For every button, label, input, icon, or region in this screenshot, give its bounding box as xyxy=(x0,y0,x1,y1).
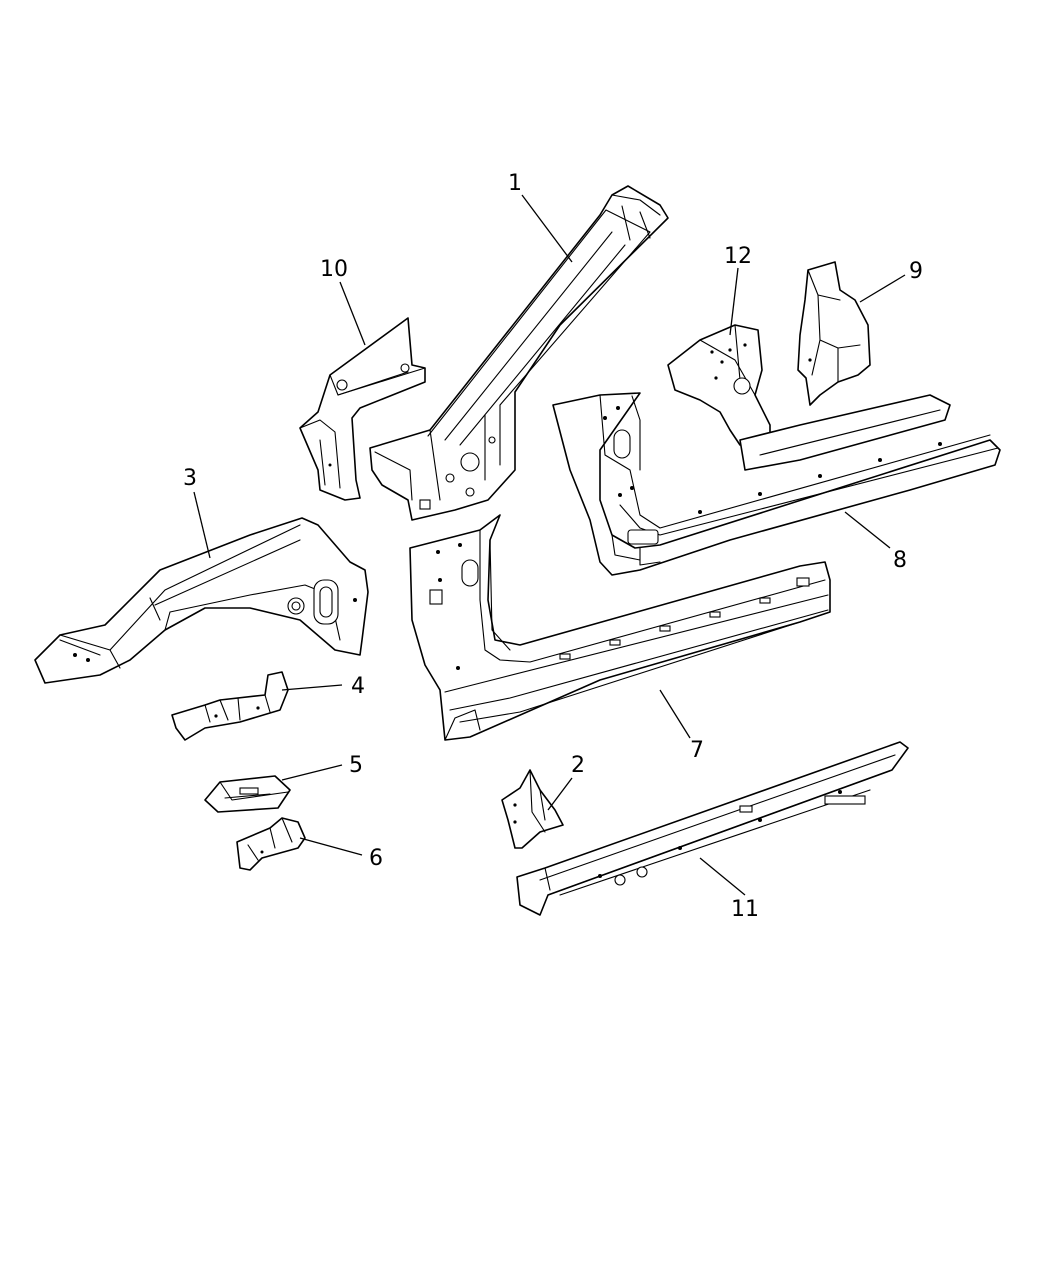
callout-10: 10 xyxy=(320,257,348,282)
leader-7 xyxy=(659,689,691,739)
part-2-bracket xyxy=(501,769,564,849)
leader-12 xyxy=(729,267,739,336)
callout-2: 2 xyxy=(571,753,585,778)
part-12-reinforcement xyxy=(667,324,771,446)
callout-8: 8 xyxy=(893,548,907,573)
part-11-sill xyxy=(516,741,909,916)
callout-7: 7 xyxy=(690,738,704,763)
leader-10 xyxy=(339,281,366,346)
callout-11: 11 xyxy=(731,897,759,922)
leader-3 xyxy=(193,491,211,559)
callout-4: 4 xyxy=(351,674,365,699)
callout-9: 9 xyxy=(909,259,923,284)
leader-11 xyxy=(699,857,746,896)
callout-6: 6 xyxy=(369,846,383,871)
leader-4 xyxy=(281,684,343,691)
part-9-reinforcement xyxy=(797,261,871,406)
leader-2 xyxy=(547,777,573,811)
callout-12: 12 xyxy=(724,244,752,269)
part-8-body-side-rear xyxy=(552,392,1001,576)
callout-5: 5 xyxy=(349,753,363,778)
part-1-a-pillar xyxy=(369,185,669,521)
part-4-bracket xyxy=(171,671,289,741)
part-3-front-rail xyxy=(34,517,369,684)
part-6-bracket xyxy=(236,817,306,871)
leader-1 xyxy=(521,194,573,263)
leader-9 xyxy=(859,274,906,303)
callout-3: 3 xyxy=(183,466,197,491)
leader-6 xyxy=(299,837,363,856)
part-10-bracket xyxy=(299,317,426,501)
leader-8 xyxy=(844,511,891,549)
leader-5 xyxy=(281,764,343,781)
part-7-body-side xyxy=(409,514,831,741)
part-5-plate xyxy=(204,775,291,813)
callout-1: 1 xyxy=(508,171,522,196)
